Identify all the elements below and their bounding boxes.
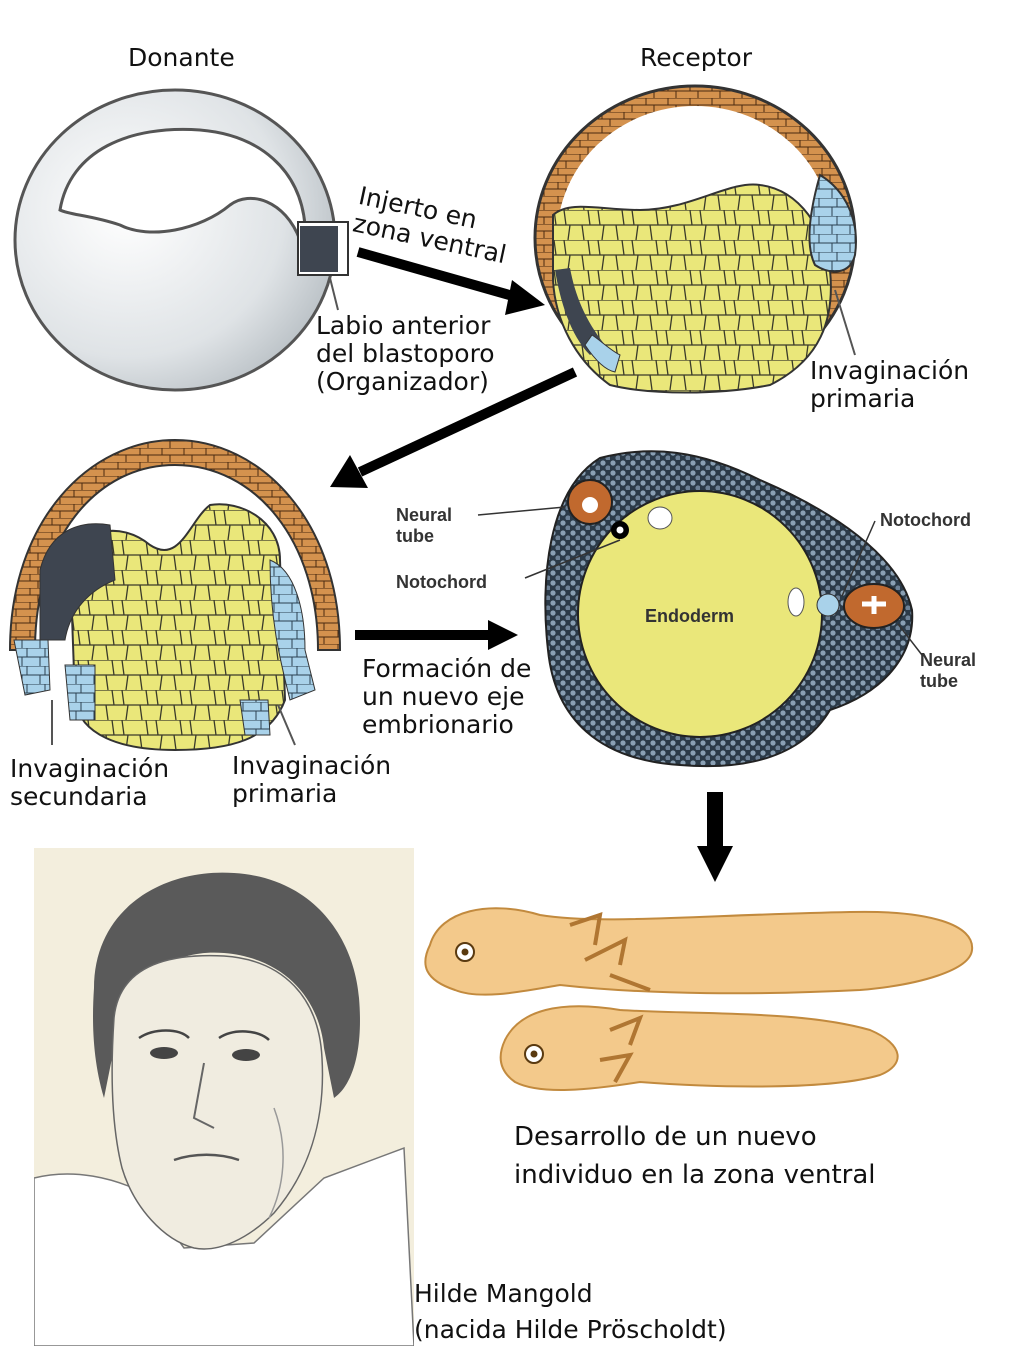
new-axis-label: Formación de un nuevo eje embrionario bbox=[362, 654, 532, 739]
receptor-label: Receptor bbox=[640, 43, 752, 72]
notochord-left-label: Notochord bbox=[396, 572, 487, 592]
arrow-down bbox=[697, 792, 733, 882]
donor-embryo bbox=[13, 88, 349, 392]
secondary-embryo bbox=[8, 438, 342, 752]
primary-invagination-top-label: Invaginación primaria bbox=[810, 356, 970, 413]
twin-tadpoles bbox=[424, 907, 974, 1091]
arrow-new-axis bbox=[355, 620, 518, 650]
notochord-right-label: Notochord bbox=[880, 510, 971, 530]
donor-label: Donante bbox=[128, 43, 235, 72]
portrait-drawing bbox=[34, 872, 414, 1346]
neural-tube-right-label: Neural tube bbox=[920, 650, 977, 691]
endoderm-label: Endoderm bbox=[645, 606, 735, 626]
receptor-embryo bbox=[533, 84, 857, 394]
portrait-caption: Hilde Mangold (nacida Hilde Pröscholdt) bbox=[414, 1279, 727, 1344]
primary-invagination-bottom-label: Invaginación primaria bbox=[232, 751, 392, 808]
anterior-lip-label: Labio anterior del blastoporo (Organizad… bbox=[316, 311, 495, 396]
cross-section bbox=[477, 450, 923, 768]
arrow-diagonal bbox=[330, 367, 578, 488]
neural-tube-left-label: Neural tube bbox=[396, 505, 453, 546]
development-label: Desarrollo de un nuevo individuo en la z… bbox=[514, 1122, 876, 1190]
secondary-invagination-label: Invaginación secundaria bbox=[10, 754, 170, 811]
portrait-hilde-mangold bbox=[34, 848, 414, 1346]
arrow-graft bbox=[356, 247, 545, 315]
